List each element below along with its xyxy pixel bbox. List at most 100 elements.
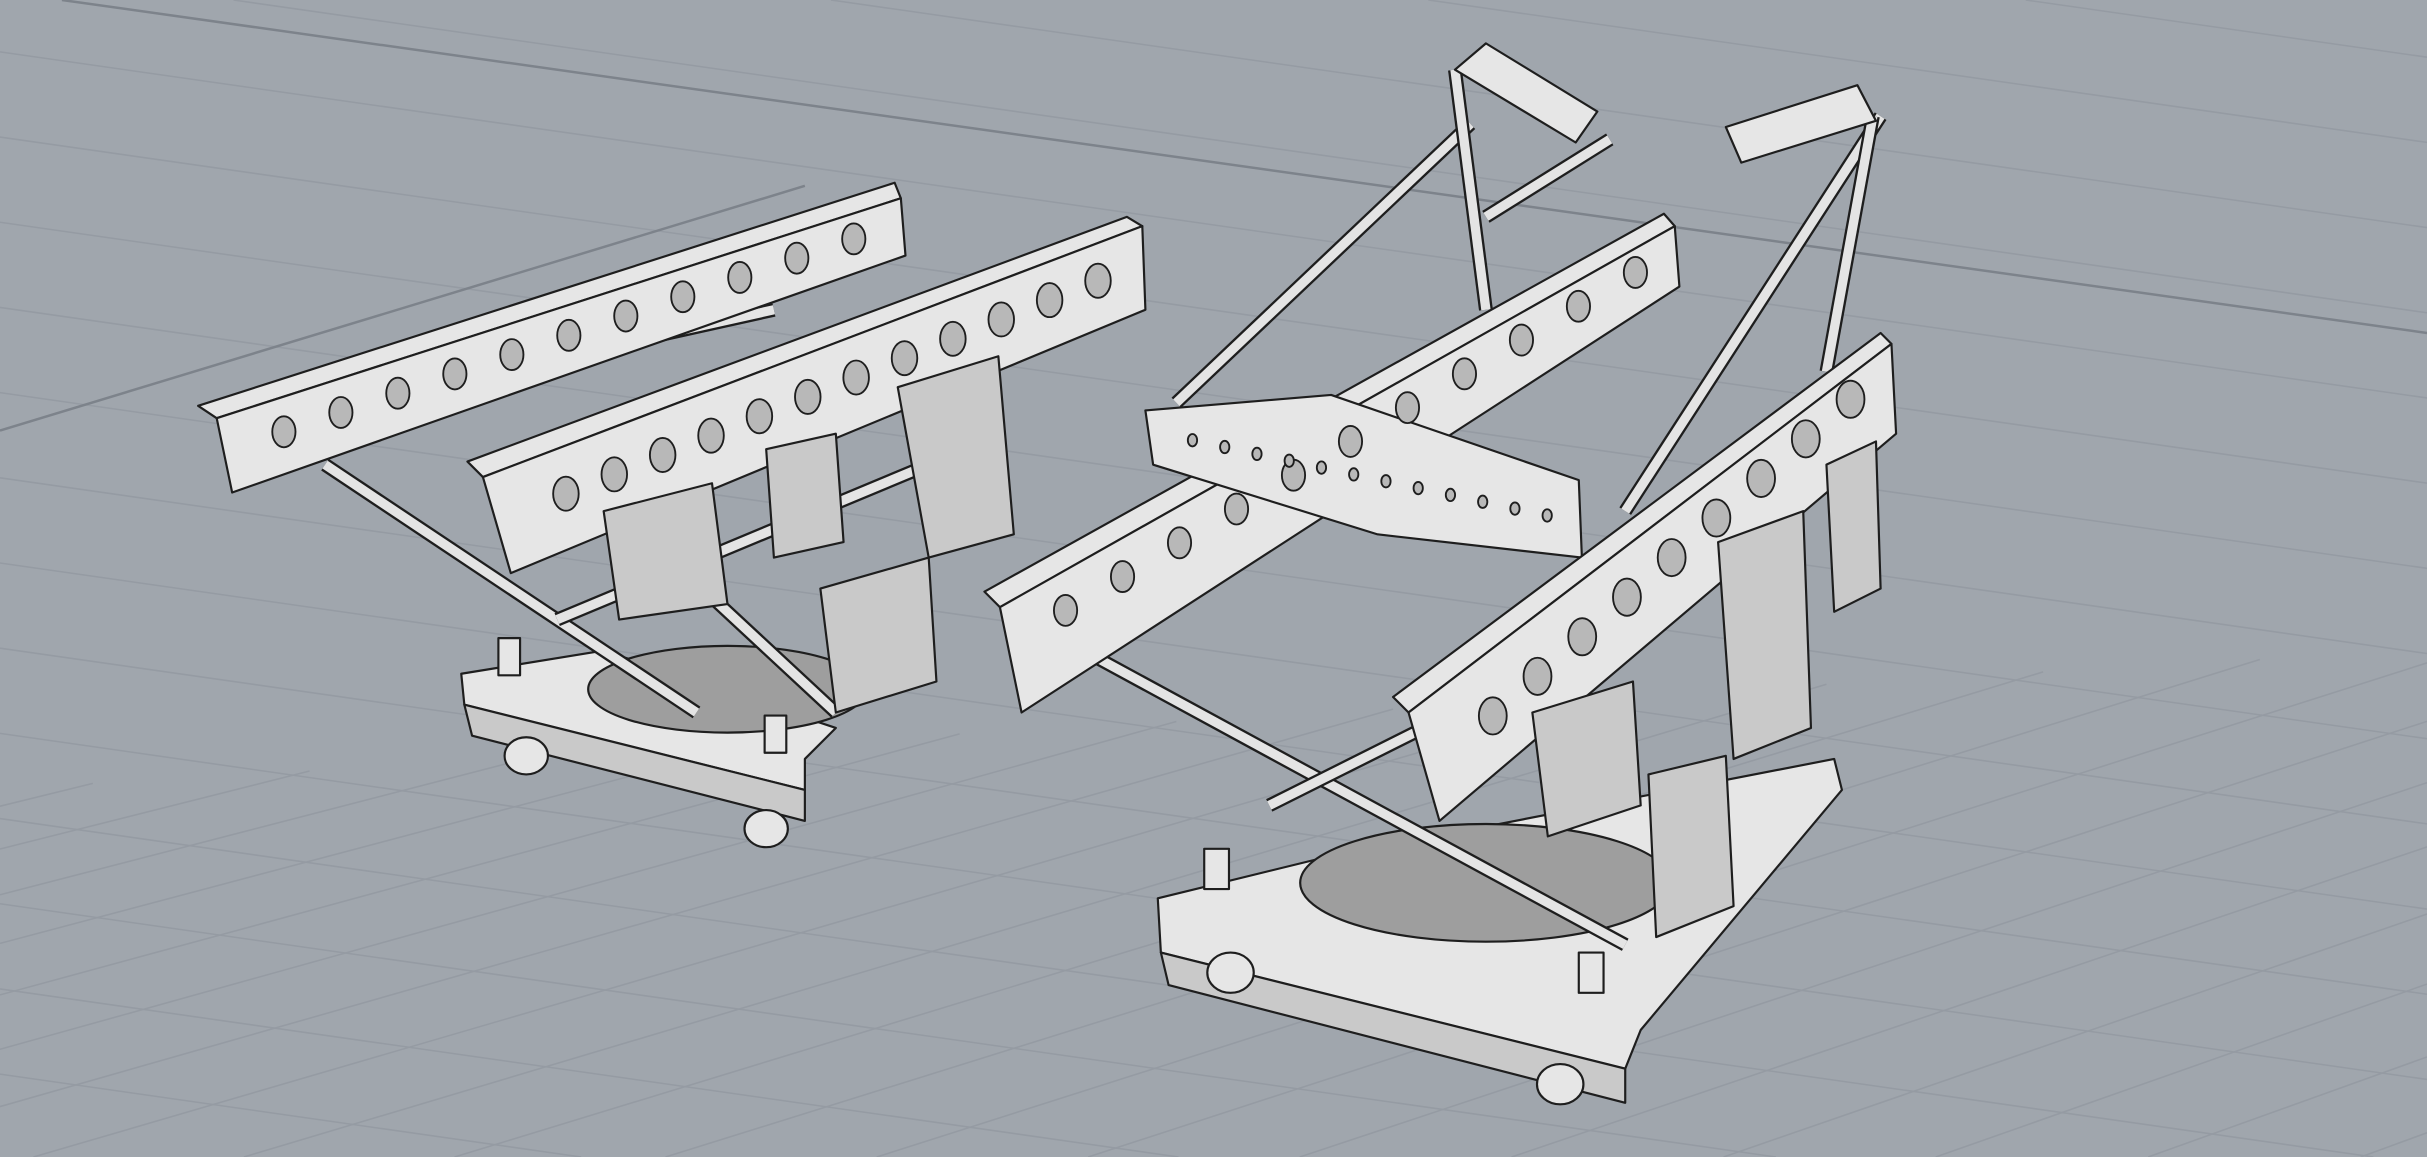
gusset-plate [765,432,845,559]
beam-hole [1219,439,1231,455]
wheel [503,736,550,776]
grid-line [233,0,2427,314]
grid-line [0,988,1179,1157]
beam-hole [1612,577,1642,617]
beam-hole [552,475,580,512]
beam-hole [442,357,468,391]
beam-hole [1451,357,1477,391]
grid-line [1299,781,2427,1157]
grid-y-axis [0,184,806,432]
beam-hole [697,417,725,454]
beam-hole [1541,508,1553,523]
pin [1577,951,1605,994]
beam-holes [1053,256,1866,736]
grid-line [1511,846,2427,1157]
grid-line [1428,0,2427,144]
beam-hole [794,378,822,415]
beam-hole [1444,487,1457,503]
gusset-plate [1825,440,1882,613]
grid-line [1935,983,2427,1157]
turntable [587,644,868,734]
beam-hole [613,299,639,333]
grid-line [2147,1056,2427,1157]
beam-hole [1622,256,1648,289]
grid-line [0,562,2427,910]
beam-hole [1656,538,1687,578]
beam-hole [784,241,810,275]
beam-hole [1746,458,1776,498]
beam-hole [328,396,354,429]
grid-line [830,0,2427,229]
beam-hole [1477,696,1508,736]
wheel [743,808,789,849]
beam-hole [1522,656,1553,696]
beam-hole [1790,419,1821,459]
beam-hole [1053,593,1079,627]
beam-hole [1315,460,1328,475]
pin [497,637,522,677]
grid-line [1087,720,2427,1157]
grid-line [0,720,1177,1051]
grid-line [0,221,2427,570]
beam-hole [1283,453,1295,468]
frame-cap [1453,42,1599,144]
left-carriage-model[interactable] [197,181,1147,849]
beam-hole [1166,526,1193,560]
beam-hole [1567,617,1598,657]
beam-hole [1565,289,1591,323]
wheel [1206,951,1255,994]
beam-hole [1477,494,1489,509]
beam-hole [556,318,582,352]
beam-hole [1109,560,1136,594]
pin [763,714,788,754]
wheel [1535,1062,1585,1106]
beam-hole [499,338,525,372]
grid-line [0,477,2427,825]
base-plate-side [1159,951,1627,1104]
grid-line [0,745,744,945]
grid-line [0,902,1777,1157]
beam-hole [1348,467,1360,482]
grid-x-axis [61,0,2427,335]
beam-hole [271,415,297,449]
beam-hole [1223,492,1250,526]
beam-hole [1412,480,1424,496]
beam-hole [1337,425,1364,458]
beam-hole [1509,501,1521,516]
grid-line [0,757,527,896]
beam-hole [1394,391,1421,425]
grid-line [0,1073,582,1157]
beam-hole [745,398,774,435]
gusset-plate [1531,680,1642,838]
beam-hole [987,301,1015,338]
beam-hole [670,280,696,314]
gusset-plate [819,556,938,714]
beam-hole [1701,498,1732,538]
front-beam [1407,342,1898,822]
beam-hole [1084,262,1112,299]
grid-line [2025,0,2427,58]
beam-hole [890,340,919,377]
base-plate-side [463,703,806,822]
beam-hole [842,359,870,396]
beam-hole [841,222,867,256]
grid-line [0,770,310,850]
grid-line [0,708,1394,1108]
grid-line [0,782,94,807]
grid-line [0,733,960,996]
right-carriage-model[interactable] [983,42,1898,1106]
beam-holes [271,222,1112,512]
beam-hole [1035,282,1064,319]
frame-cap [1724,84,1878,164]
grid-line [2360,1132,2427,1157]
grid-line [0,51,2427,399]
beam-hole [385,376,411,410]
beam-hole [727,261,753,294]
grid-line [1723,913,2427,1157]
beam-hole [1186,433,1199,448]
beam-hole [939,320,967,357]
pin [1203,847,1231,891]
turntable [1299,822,1673,943]
